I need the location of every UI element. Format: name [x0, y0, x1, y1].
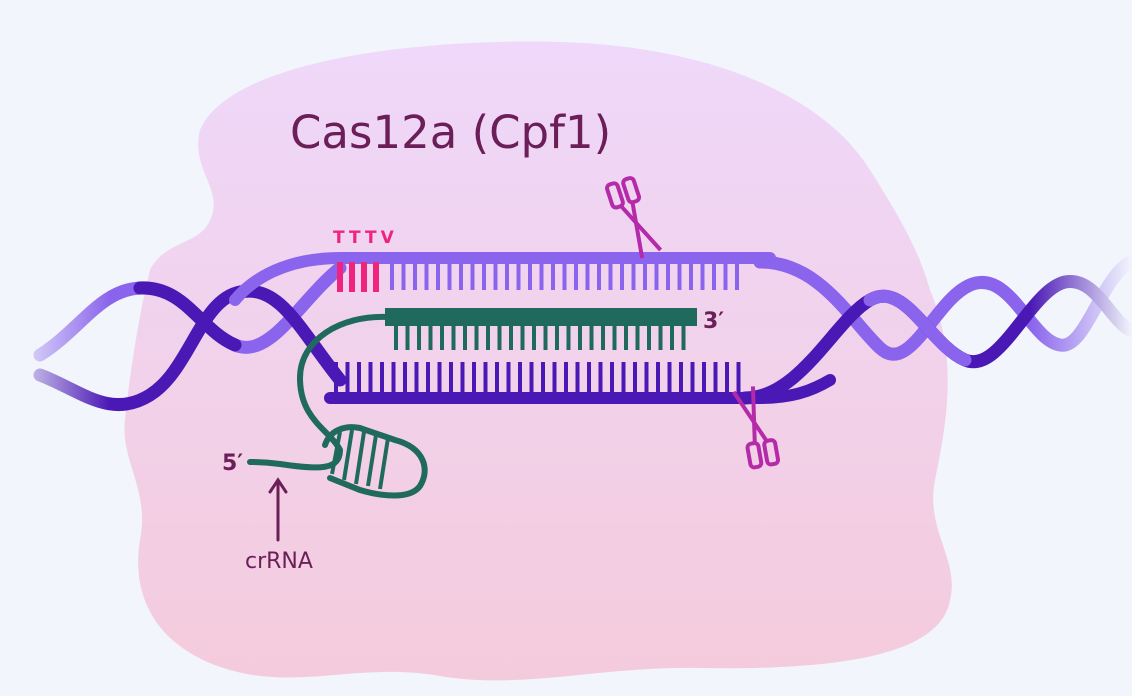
crrna-hairpin-bases [330, 429, 390, 490]
diagram-title: Cas12a (Cpf1) [290, 106, 611, 159]
crrna-label: crRNA [245, 549, 313, 574]
fade-right [1030, 230, 1132, 410]
scissors-icon [731, 386, 781, 470]
cas12a-protein-shape [124, 41, 952, 681]
crrna-backbone [247, 313, 391, 471]
three-prime-label: 3′ [703, 309, 724, 334]
dna-bottom-strand [324, 374, 836, 404]
arrow-up-icon [268, 477, 288, 542]
five-prime-label: 5′ [222, 451, 243, 476]
crrna-spacer-bar [385, 308, 697, 326]
crrna-bases [394, 324, 686, 350]
crrna-hairpin [322, 424, 428, 499]
scissors-icon [605, 176, 663, 259]
pam-label: TTTV [333, 228, 398, 248]
fade-left [0, 240, 110, 420]
bottom-strand-bases [334, 362, 741, 394]
dna-top-strand [229, 252, 776, 306]
top-strand-bases [390, 262, 739, 290]
pam-bases [337, 262, 379, 292]
